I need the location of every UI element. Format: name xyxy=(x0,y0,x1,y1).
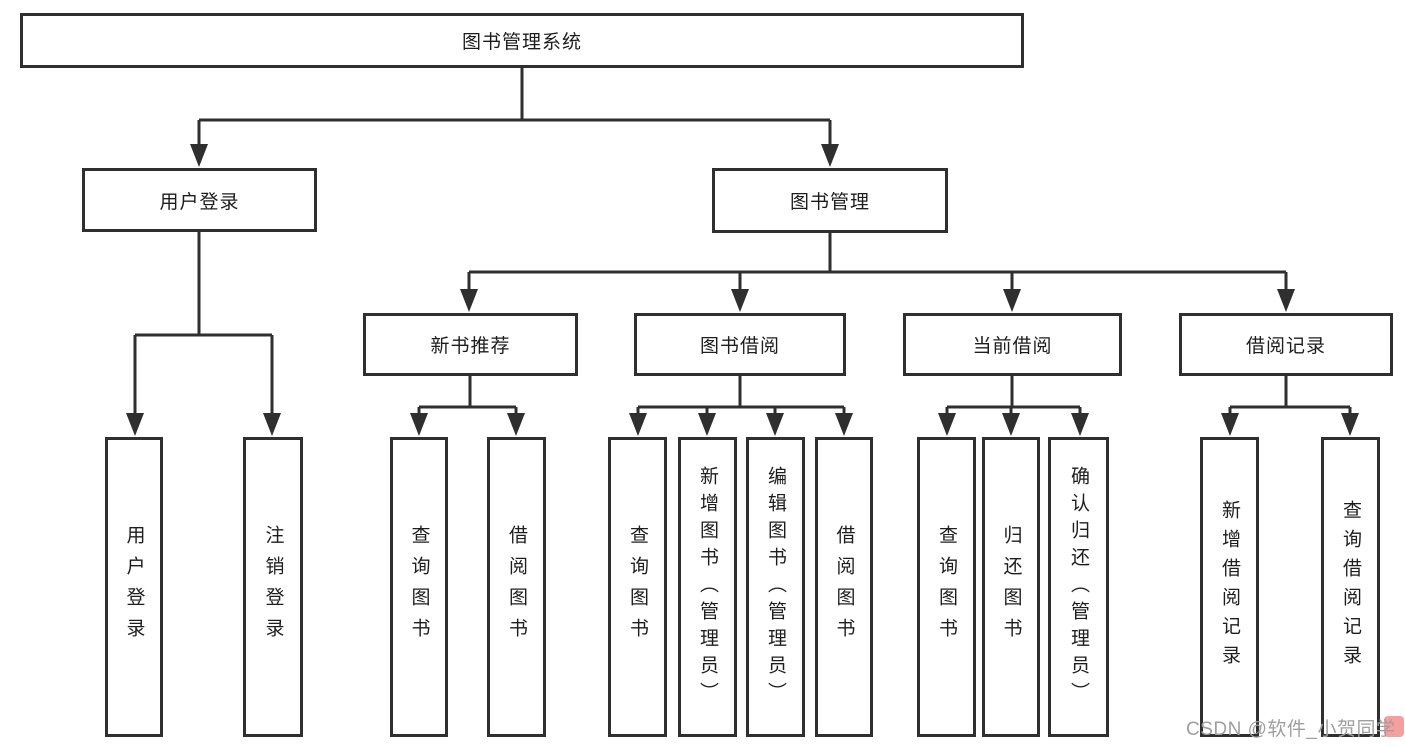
leaf-rec-query-books: 查询图书 xyxy=(390,437,448,737)
arrowheads-rec xyxy=(410,413,525,436)
leaf-user-login: 用户登录 xyxy=(105,437,163,737)
connector-group-records xyxy=(1228,376,1352,416)
connector-group-borrow xyxy=(636,376,846,416)
arrowheads-current xyxy=(938,413,1089,436)
watermark: CSDN @软件_小贺同学 xyxy=(1186,719,1396,740)
node-book-mgmt: 图书管理 xyxy=(712,168,948,233)
leaf-records-query-record: 查询借阅记录 xyxy=(1321,437,1380,737)
arrowheads-records xyxy=(1221,413,1359,436)
leaf-current-confirm-return-admin: 确认归还（管理员） xyxy=(1048,437,1109,737)
leaf-rec-borrow-books: 借阅图书 xyxy=(487,437,546,737)
connector-group-current xyxy=(945,376,1082,416)
leaf-logout: 注销登录 xyxy=(243,437,303,737)
node-user-login: 用户登录 xyxy=(82,168,317,232)
connector-group-rec xyxy=(417,376,518,416)
connector-group-mgmt xyxy=(467,233,1288,292)
node-borrow-records: 借阅记录 xyxy=(1179,313,1393,376)
node-current-borrow: 当前借阅 xyxy=(903,313,1122,376)
arrowheads-login xyxy=(126,413,281,436)
leaf-borrow-edit-books-admin: 编辑图书（管理员） xyxy=(746,437,805,737)
arrowheads-mgmt xyxy=(460,289,1295,312)
arrowheads-root xyxy=(190,144,839,167)
node-new-book-rec: 新书推荐 xyxy=(363,313,578,376)
leaf-records-add-record: 新增借阅记录 xyxy=(1200,437,1259,737)
node-book-borrow: 图书借阅 xyxy=(634,313,846,376)
leaf-current-query-books: 查询图书 xyxy=(917,437,976,737)
connector-group-login xyxy=(133,232,274,414)
leaf-borrow-add-books-admin: 新增图书（管理员） xyxy=(678,437,737,737)
leaf-current-return-books: 归还图书 xyxy=(982,437,1040,737)
node-root: 图书管理系统 xyxy=(20,13,1024,68)
leaf-borrow-query-books: 查询图书 xyxy=(608,437,667,737)
connector-group-root xyxy=(197,68,832,147)
arrowheads-borrow xyxy=(629,413,853,436)
watermark-accent-block xyxy=(1384,716,1404,737)
leaf-borrow-borrow-books: 借阅图书 xyxy=(815,437,873,737)
